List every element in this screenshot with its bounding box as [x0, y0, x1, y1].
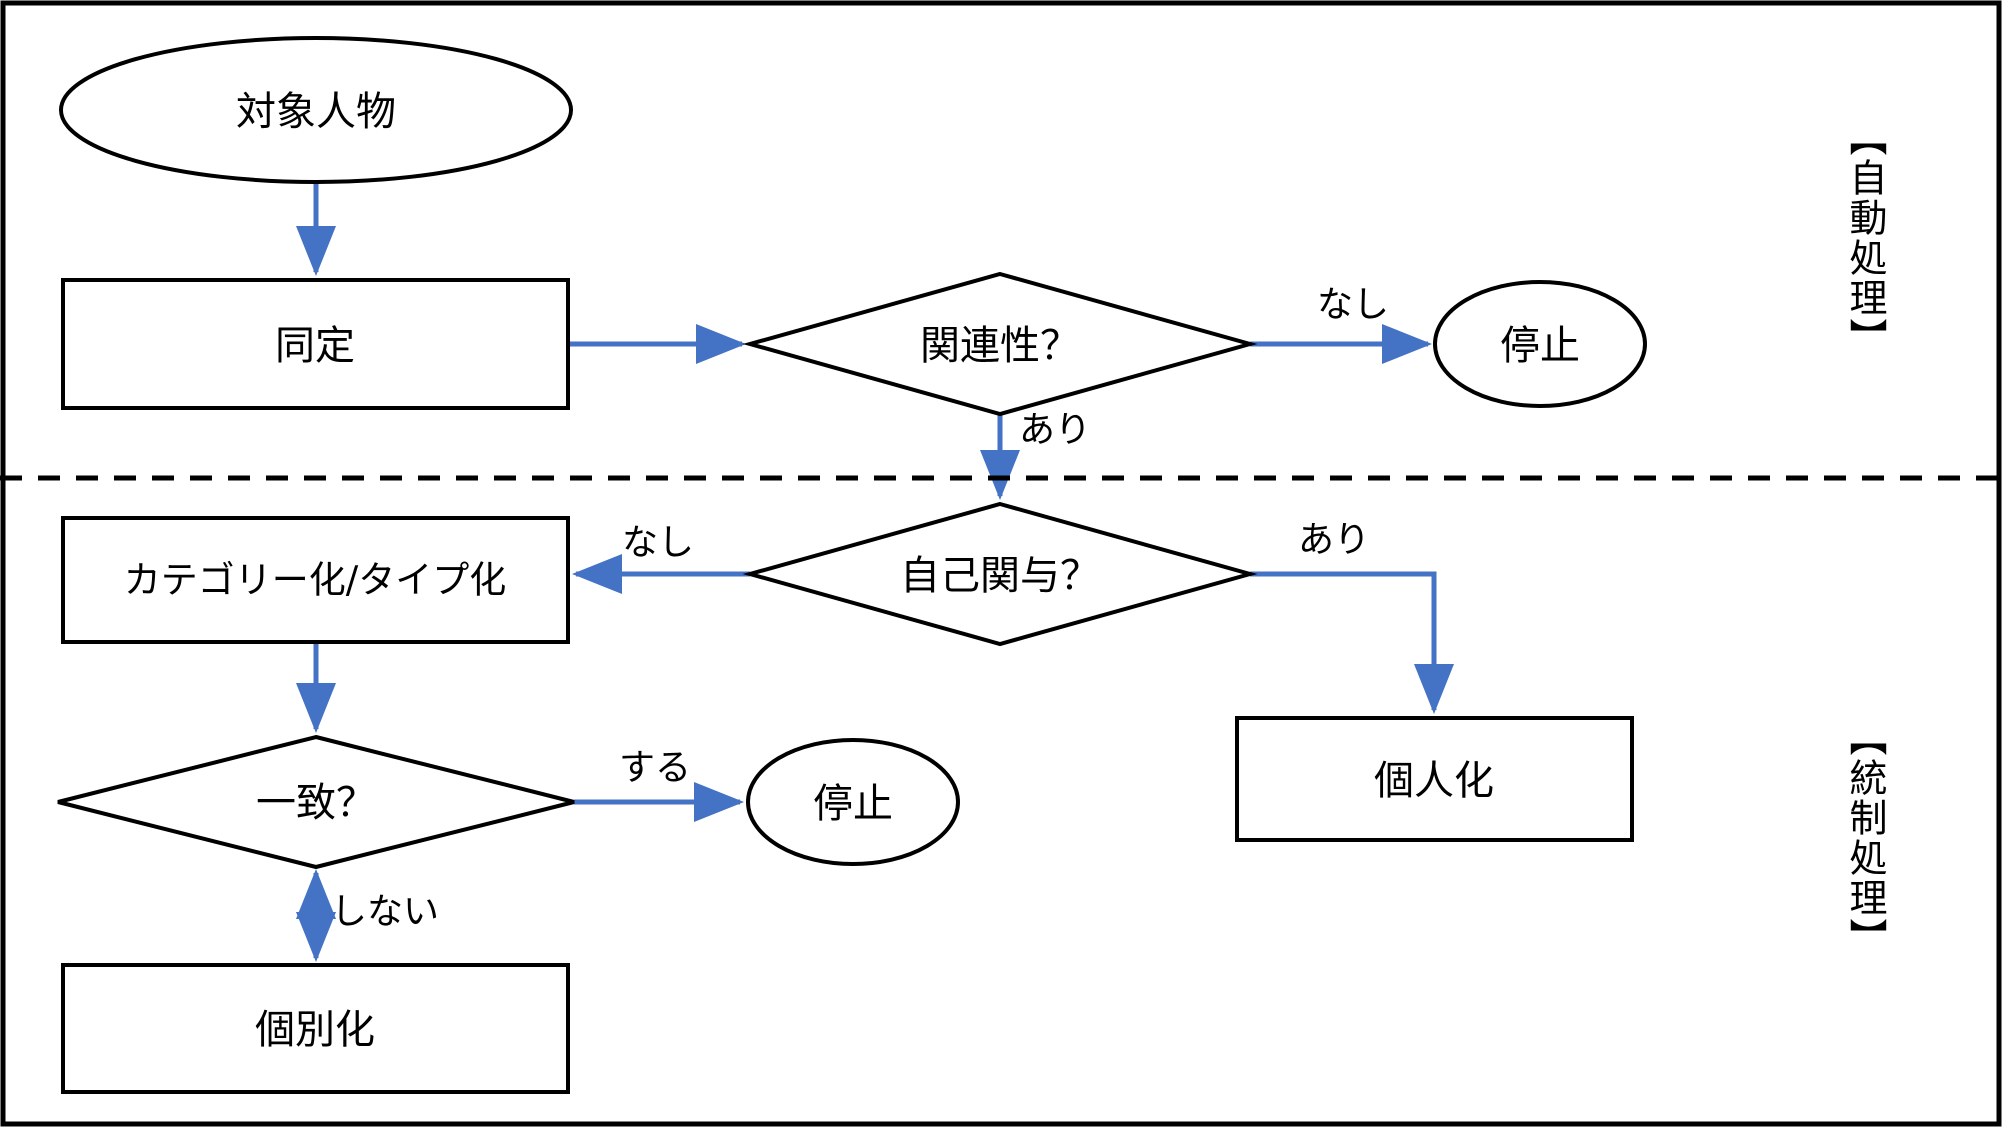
node-self-involvement[interactable]: 自己関与？: [742, 501, 1258, 647]
match-label: 一致？: [256, 780, 376, 826]
individuation-rect: [61, 963, 570, 1094]
personalization-label: 個人化: [1374, 758, 1494, 804]
band-label-automatic-processing: 【自動処理】: [1843, 118, 1887, 358]
edge-label-match-yes: する: [619, 748, 691, 789]
edge-label-self-yes: あり: [1298, 520, 1370, 561]
self-involvement-label: 自己関与？: [900, 553, 1100, 599]
personalization-rect: [1235, 716, 1634, 842]
stop-top-ellipse: [1433, 280, 1647, 408]
node-personalization[interactable]: 個人化: [1235, 716, 1634, 842]
self-involvement-diamond: [742, 501, 1258, 647]
nodes-layer: 対象人物 同定 関連性？ 停止 カテゴリー化/タイプ化: [57, 36, 1647, 1094]
relevance-label: 関連性？: [920, 323, 1080, 369]
individuation-label: 個別化: [255, 1007, 375, 1053]
connectors-layer: [296, 182, 1454, 963]
target-person-ellipse: [59, 36, 573, 184]
node-individuation[interactable]: 個別化: [61, 963, 570, 1094]
stop-bottom-label: 停止: [813, 781, 893, 827]
categorization-rect: [61, 516, 570, 644]
identification-rect: [61, 278, 570, 410]
match-diamond: [57, 734, 575, 870]
identification-label: 同定: [275, 323, 355, 369]
relevance-diamond: [742, 271, 1258, 417]
edge-label-match-no: しない: [331, 892, 439, 933]
node-target-person[interactable]: 対象人物: [59, 36, 573, 184]
node-stop-top[interactable]: 停止: [1433, 280, 1647, 408]
node-categorization[interactable]: カテゴリー化/タイプ化: [61, 516, 570, 644]
edge-label-relevance-yes: あり: [1019, 410, 1091, 451]
categorization-label: カテゴリー化/タイプ化: [124, 559, 506, 602]
target-person-label: 対象人物: [236, 89, 396, 135]
edge-self-yes-to-personalization: [1250, 571, 1454, 715]
node-stop-bottom[interactable]: 停止: [746, 738, 960, 866]
node-relevance[interactable]: 関連性？: [742, 271, 1258, 417]
stop-bottom-ellipse: [746, 738, 960, 866]
band-label-controlled-processing: 【統制処理】: [1843, 718, 1887, 958]
stop-top-label: 停止: [1500, 323, 1580, 369]
edge-label-relevance-none: なし: [1317, 285, 1389, 326]
edge-label-self-none: なし: [622, 523, 694, 564]
node-identification[interactable]: 同定: [61, 278, 570, 410]
node-match[interactable]: 一致？: [57, 734, 575, 870]
edge-labels-layer: なし あり なし あり する しない: [331, 285, 1389, 933]
